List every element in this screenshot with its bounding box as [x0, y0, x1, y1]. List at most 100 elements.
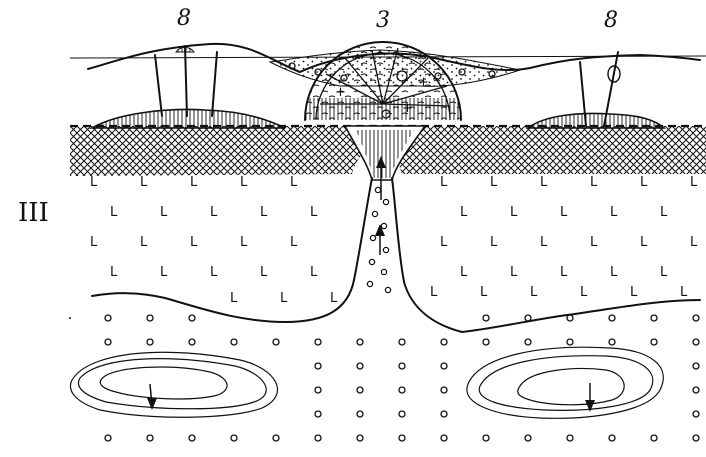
lava-symbol: L — [240, 235, 248, 250]
fragment-symbol — [399, 339, 405, 345]
fragment-symbol — [315, 363, 321, 369]
crater-label: 3 — [376, 10, 390, 32]
fragment-symbol — [693, 411, 699, 417]
fragment-symbol — [609, 435, 615, 441]
volcanic-dome: + + + — [305, 40, 465, 122]
fragment-symbol — [399, 411, 405, 417]
fragment-symbol — [399, 435, 405, 441]
fragment-symbol — [273, 435, 279, 441]
fragment-symbol — [567, 339, 573, 345]
lava-symbol: L — [210, 205, 218, 220]
left-ore-body — [70, 352, 277, 417]
fragment-symbol — [609, 339, 615, 345]
lava-symbol: L — [240, 175, 248, 190]
fragment-symbol — [357, 363, 363, 369]
lava-symbol: L — [290, 235, 298, 250]
lava-symbol: L — [460, 265, 468, 280]
lava-symbol: L — [160, 265, 168, 280]
lava-symbol: L — [690, 235, 698, 250]
lava-symbol: L — [90, 235, 98, 250]
fragment-symbol — [609, 315, 615, 321]
svg-text:+: + — [418, 75, 429, 90]
conduit-fragments — [367, 187, 390, 292]
lava-symbol: L — [530, 285, 538, 300]
lava-symbol: L — [610, 265, 618, 280]
fragment-symbol — [189, 435, 195, 441]
fragment-symbol — [693, 387, 699, 393]
fragment-symbol — [189, 339, 195, 345]
fragment-symbol — [357, 435, 363, 441]
left-lens-deposit — [92, 110, 285, 128]
right-dike-label: 8 — [604, 10, 618, 32]
fragment-symbol — [567, 315, 573, 321]
fragment-symbol — [315, 411, 321, 417]
fragment-symbol — [357, 387, 363, 393]
lava-symbol: L — [490, 175, 498, 190]
fragment-symbol — [651, 315, 657, 321]
fragment-symbol — [651, 435, 657, 441]
lava-symbol: L — [560, 205, 568, 220]
lava-symbol: L — [160, 205, 168, 220]
fragment-symbol — [525, 315, 531, 321]
lava-symbol: L — [260, 205, 268, 220]
fragment-symbol — [651, 339, 657, 345]
lava-symbol: L — [330, 291, 338, 306]
lava-symbol: L — [640, 235, 648, 250]
fragment-symbol — [273, 339, 279, 345]
lava-symbol: L — [590, 235, 598, 250]
lava-symbol: L — [540, 235, 548, 250]
magma-conduit-right — [392, 178, 700, 332]
fragment-symbol — [231, 339, 237, 345]
fragment-symbol — [105, 315, 111, 321]
fragment-symbol — [693, 435, 699, 441]
lower-fragments — [105, 315, 699, 441]
fragment-symbol — [315, 339, 321, 345]
fragment-symbol — [693, 363, 699, 369]
fragment-symbol — [399, 387, 405, 393]
lava-symbol: L — [480, 285, 488, 300]
lava-symbol: L — [210, 265, 218, 280]
fragment-symbol — [693, 339, 699, 345]
fragment-symbol — [441, 363, 447, 369]
fragment-symbol — [525, 435, 531, 441]
fragment-symbol — [147, 435, 153, 441]
fragment-symbol — [315, 435, 321, 441]
fragment-symbol — [441, 411, 447, 417]
fragment-symbol — [147, 339, 153, 345]
fragment-symbol — [315, 387, 321, 393]
lava-symbol: L — [290, 175, 298, 190]
lava-symbol: L — [630, 285, 638, 300]
fragment-symbol — [483, 315, 489, 321]
lava-symbol: L — [110, 205, 118, 220]
fragment-symbol — [441, 387, 447, 393]
lava-symbol: L — [640, 175, 648, 190]
lava-symbol: L — [490, 235, 498, 250]
svg-text:+: + — [335, 85, 346, 100]
lava-symbol: L — [440, 175, 448, 190]
lava-symbol: L — [140, 235, 148, 250]
fragment-symbol — [147, 315, 153, 321]
lava-symbol: L — [280, 291, 288, 306]
fragment-symbol — [357, 339, 363, 345]
fragment-symbol — [441, 435, 447, 441]
lava-symbol: L — [610, 205, 618, 220]
lava-symbol: L — [660, 265, 668, 280]
zone-numeral: III — [18, 200, 49, 226]
lava-symbol: L — [660, 205, 668, 220]
fragment-symbol — [483, 339, 489, 345]
fragment-symbol — [399, 363, 405, 369]
lava-symbol: L — [590, 175, 598, 190]
lava-symbol: L — [460, 205, 468, 220]
lava-symbol: L — [310, 205, 318, 220]
fragment-symbol — [105, 435, 111, 441]
lava-symbol: L — [110, 265, 118, 280]
fragment-symbol — [567, 435, 573, 441]
lava-symbol: L — [440, 235, 448, 250]
lava-symbol: L — [260, 265, 268, 280]
left-dikes — [155, 46, 217, 116]
fragment-symbol — [189, 315, 195, 321]
lava-symbol: L — [510, 205, 518, 220]
lava-symbol: L — [90, 175, 98, 190]
lava-symbol: L — [510, 265, 518, 280]
